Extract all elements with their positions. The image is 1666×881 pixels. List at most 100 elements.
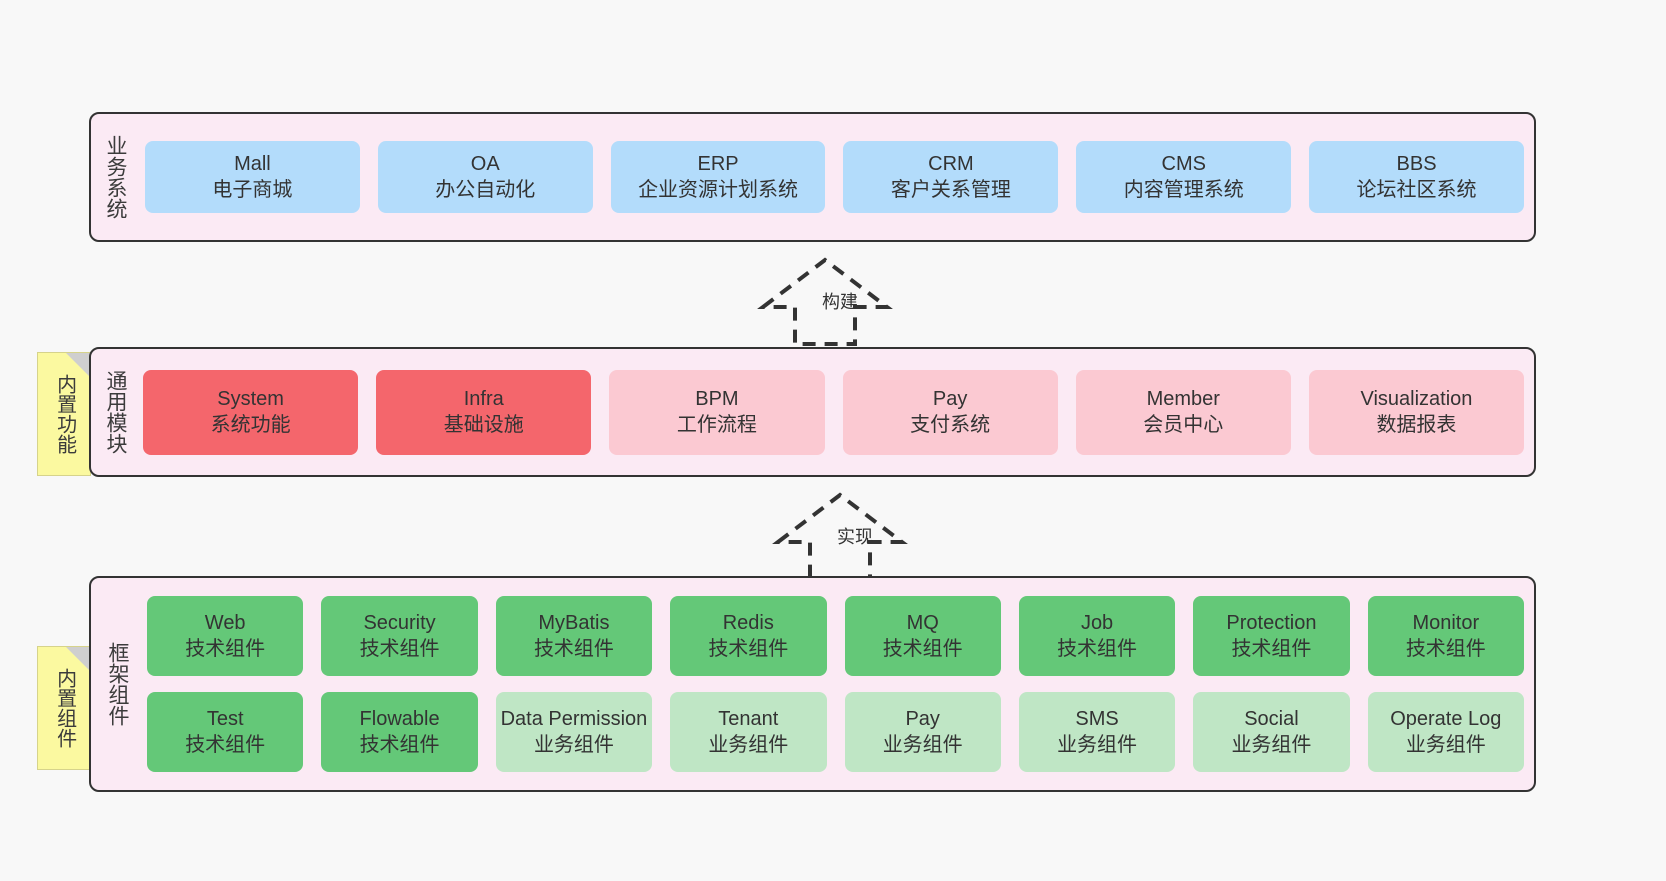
framework-cell-security[interactable]: Security 技术组件 bbox=[321, 596, 478, 676]
layer-framework-title: 框架组件 bbox=[105, 642, 129, 726]
framework-cell-tenant-en: Tenant bbox=[718, 707, 779, 730]
framework-cell-web-cn: 技术组件 bbox=[185, 638, 266, 660]
business-cell-erp-en: ERP bbox=[697, 152, 739, 175]
module-cell-infra-cn: 基础设施 bbox=[443, 414, 524, 436]
framework-cell-operate-log[interactable]: Operate Log 业务组件 bbox=[1367, 692, 1524, 772]
module-cell-visualization-cn: 数据报表 bbox=[1376, 414, 1457, 436]
relation-build-label: 构建 bbox=[822, 292, 858, 312]
framework-cell-job-en: Job bbox=[1080, 611, 1114, 634]
business-cell-erp[interactable]: ERP 企业资源计划系统 bbox=[610, 141, 826, 213]
business-cell-cms[interactable]: CMS 内容管理系统 bbox=[1076, 141, 1292, 213]
framework-cell-mq-en: MQ bbox=[906, 611, 939, 634]
framework-cell-social-cn: 业务组件 bbox=[1231, 734, 1312, 756]
business-cell-crm-cn: 客户关系管理 bbox=[890, 179, 1011, 201]
layer-modules-body: System 系统功能 Infra 基础设施 BPM 工作流程 Pay 支付系统… bbox=[139, 349, 1534, 475]
layer-modules-title: 通用模块 bbox=[103, 370, 127, 454]
module-cell-pay-cn: 支付系统 bbox=[910, 414, 991, 436]
framework-cell-protection-cn: 技术组件 bbox=[1231, 638, 1312, 660]
framework-cell-mybatis-en: MyBatis bbox=[538, 611, 610, 634]
implement-arrow-icon bbox=[772, 492, 908, 581]
business-cell-bbs[interactable]: BBS 论坛社区系统 bbox=[1309, 141, 1524, 213]
module-cell-system[interactable]: System 系统功能 bbox=[143, 369, 359, 455]
module-cell-member-en: Member bbox=[1146, 387, 1220, 410]
framework-cell-test-cn: 技术组件 bbox=[185, 734, 266, 756]
module-cell-bpm-en: BPM bbox=[695, 387, 739, 410]
framework-cell-job-cn: 技术组件 bbox=[1057, 638, 1138, 660]
framework-cell-mybatis[interactable]: MyBatis 技术组件 bbox=[495, 596, 653, 676]
module-cell-system-en: System bbox=[217, 387, 284, 410]
framework-cell-security-en: Security bbox=[363, 611, 436, 634]
framework-cell-social[interactable]: Social 业务组件 bbox=[1193, 692, 1350, 772]
framework-cell-sms-en: SMS bbox=[1075, 707, 1119, 730]
framework-cell-test-en: Test bbox=[206, 707, 244, 730]
framework-cell-job[interactable]: Job 技术组件 bbox=[1018, 596, 1176, 676]
relation-build: 构建 bbox=[745, 252, 925, 347]
business-cell-mall-en: Mall bbox=[234, 152, 271, 175]
module-cell-visualization[interactable]: Visualization 数据报表 bbox=[1308, 369, 1525, 455]
module-cell-member[interactable]: Member 会员中心 bbox=[1075, 369, 1291, 455]
framework-cell-sms[interactable]: SMS 业务组件 bbox=[1018, 692, 1176, 772]
framework-cell-pay-en: Pay bbox=[905, 707, 940, 730]
business-cell-mall[interactable]: Mall 电子商城 bbox=[145, 141, 360, 213]
module-cell-infra[interactable]: Infra 基础设施 bbox=[376, 369, 592, 455]
framework-cell-protection[interactable]: Protection 技术组件 bbox=[1193, 596, 1350, 676]
note-builtin-components: 内置组件 bbox=[37, 646, 91, 770]
framework-cell-security-cn: 技术组件 bbox=[359, 638, 440, 660]
layer-common-modules: 通用模块 System 系统功能 Infra 基础设施 BPM 工作流程 Pay… bbox=[89, 347, 1536, 477]
framework-cell-data-permission-cn: 业务组件 bbox=[533, 734, 614, 756]
framework-cell-pay-cn: 业务组件 bbox=[882, 734, 963, 756]
note-fold-icon bbox=[66, 647, 90, 671]
business-cell-oa-en: OA bbox=[470, 152, 500, 175]
layer-business-title: 业务系统 bbox=[103, 135, 127, 219]
framework-cell-mq[interactable]: MQ 技术组件 bbox=[844, 596, 1001, 676]
framework-cell-operate-log-cn: 业务组件 bbox=[1405, 734, 1486, 756]
business-cell-crm-en: CRM bbox=[928, 152, 974, 175]
framework-cell-flowable[interactable]: Flowable 技术组件 bbox=[321, 692, 478, 772]
business-cell-oa[interactable]: OA 办公自动化 bbox=[377, 141, 593, 213]
business-cell-erp-cn: 企业资源计划系统 bbox=[638, 179, 799, 201]
framework-cell-tenant[interactable]: Tenant 业务组件 bbox=[670, 692, 827, 772]
business-cell-bbs-cn: 论坛社区系统 bbox=[1356, 179, 1477, 201]
module-cell-visualization-en: Visualization bbox=[1360, 387, 1473, 410]
framework-cell-web[interactable]: Web 技术组件 bbox=[147, 596, 304, 676]
module-cell-pay[interactable]: Pay 支付系统 bbox=[842, 369, 1058, 455]
layer-framework-body: Web 技术组件 Security 技术组件 MyBatis 技术组件 Redi… bbox=[143, 578, 1534, 790]
build-arrow-icon bbox=[757, 257, 893, 346]
business-cell-bbs-en: BBS bbox=[1396, 152, 1437, 175]
layer-business-body: Mall 电子商城 OA 办公自动化 ERP 企业资源计划系统 CRM 客户关系… bbox=[139, 114, 1534, 240]
framework-row-business: Test 技术组件 Flowable 技术组件 Data Permission … bbox=[147, 692, 1524, 772]
note-fold-icon bbox=[66, 353, 90, 377]
framework-cell-flowable-en: Flowable bbox=[359, 707, 440, 730]
relation-implement: 实现 bbox=[760, 487, 940, 582]
framework-cell-data-permission[interactable]: Data Permission 业务组件 bbox=[495, 692, 653, 772]
framework-cell-operate-log-en: Operate Log bbox=[1390, 707, 1502, 730]
framework-cell-pay[interactable]: Pay 业务组件 bbox=[844, 692, 1001, 772]
business-cell-crm[interactable]: CRM 客户关系管理 bbox=[843, 141, 1059, 213]
module-cell-pay-en: Pay bbox=[932, 387, 968, 410]
framework-cell-redis-en: Redis bbox=[722, 611, 774, 634]
framework-cell-sms-cn: 业务组件 bbox=[1057, 734, 1138, 756]
note-builtin-features: 内置功能 bbox=[37, 352, 91, 476]
framework-cell-redis[interactable]: Redis 技术组件 bbox=[670, 596, 827, 676]
framework-cell-monitor-cn: 技术组件 bbox=[1405, 638, 1486, 660]
module-cell-infra-en: Infra bbox=[463, 387, 504, 410]
module-cell-member-cn: 会员中心 bbox=[1143, 414, 1224, 436]
layer-business-systems: 业务系统 Mall 电子商城 OA 办公自动化 ERP 企业资源计划系统 CRM… bbox=[89, 112, 1536, 242]
module-cell-bpm[interactable]: BPM 工作流程 bbox=[609, 369, 825, 455]
framework-cell-monitor[interactable]: Monitor 技术组件 bbox=[1367, 596, 1524, 676]
note-builtin-features-label: 内置功能 bbox=[53, 374, 76, 454]
business-cell-mall-cn: 电子商城 bbox=[212, 179, 293, 201]
framework-cell-social-en: Social bbox=[1244, 707, 1299, 730]
business-cell-cms-en: CMS bbox=[1161, 152, 1206, 175]
business-cell-oa-cn: 办公自动化 bbox=[435, 179, 536, 201]
framework-cell-tenant-cn: 业务组件 bbox=[708, 734, 789, 756]
framework-cell-mybatis-cn: 技术组件 bbox=[533, 638, 614, 660]
business-row: Mall 电子商城 OA 办公自动化 ERP 企业资源计划系统 CRM 客户关系… bbox=[145, 141, 1524, 213]
framework-cell-mq-cn: 技术组件 bbox=[882, 638, 963, 660]
note-builtin-components-label: 内置组件 bbox=[53, 668, 76, 748]
relation-implement-label: 实现 bbox=[837, 527, 873, 547]
framework-cell-redis-cn: 技术组件 bbox=[708, 638, 789, 660]
business-cell-cms-cn: 内容管理系统 bbox=[1123, 179, 1244, 201]
framework-cell-test[interactable]: Test 技术组件 bbox=[147, 692, 304, 772]
